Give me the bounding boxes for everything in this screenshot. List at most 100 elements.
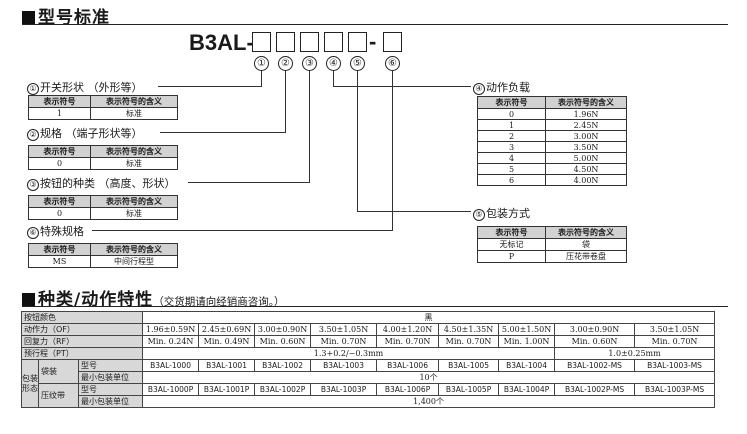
spec-table: 按钮颜色 黑 动作力（OF） 1.96±0.59N 2.45±0.69N 3.0…	[20, 311, 716, 408]
table-cell: 4	[477, 152, 546, 164]
callout-text: 动作负载	[486, 81, 530, 94]
model-prefix: B3AL-	[189, 30, 254, 55]
table-cell: 5.00N	[545, 152, 627, 164]
table-cell: 3.50±1.05N	[310, 323, 378, 336]
table-cell: Min. 1.00N	[498, 335, 556, 348]
code-box-2	[276, 32, 295, 52]
table-cell: 3.50N	[545, 141, 627, 153]
code-box-3	[300, 32, 319, 52]
row-label: 预行程（PT）	[20, 347, 144, 360]
table-cell: B3AL-1002	[254, 359, 312, 372]
table-cell: Min. 0.24N	[142, 335, 200, 348]
table-cell: 6	[477, 174, 546, 186]
leader-line-1h	[158, 86, 262, 87]
table-cell: 2.45N	[545, 119, 627, 131]
row-operating-force: 动作力（OF） 1.96±0.59N 2.45±0.69N 3.00±0.90N…	[20, 323, 716, 336]
column-header: 表示符号的含义	[90, 145, 178, 158]
row-label-model: 型号	[77, 383, 144, 396]
row-bag-min-pack: 最小包装单位 10个	[22, 371, 716, 384]
table-cell: B3AL-1000	[142, 359, 200, 372]
table-cell: 无标记	[477, 238, 546, 251]
table-cell: B3AL-1002P-MS	[554, 383, 636, 396]
code-box-6	[383, 32, 402, 52]
table-row: 无标记袋	[477, 238, 627, 251]
table-cell: 袋	[545, 238, 627, 251]
row-button-color: 按钮颜色 黑	[20, 311, 716, 324]
position-marker-4: ④	[326, 56, 341, 71]
row-label-min-pack: 最小包装单位	[77, 395, 144, 408]
callout-text: 开关形状 （外形等）	[40, 81, 143, 94]
table-cell: 1,400个	[142, 395, 716, 408]
row-label-packaging: 包装形态	[21, 359, 39, 408]
table-cell: B3AL-1003-MS	[634, 359, 716, 372]
table-cell: 10个	[142, 371, 716, 384]
column-header: 表示符号的含义	[545, 96, 627, 109]
table-cell: 5.00±1.50N	[498, 323, 556, 336]
table-cell: B3AL-1005P	[438, 383, 500, 396]
row-label: 回复力（RF）	[20, 335, 144, 348]
table-cell: 标准	[90, 107, 178, 120]
table-cell: 中间行程型	[90, 255, 178, 268]
table-cell: 2	[477, 130, 546, 142]
leader-line-6h	[92, 230, 393, 231]
table-cell: B3AL-1004P	[498, 383, 556, 396]
table-cell: 5	[477, 163, 546, 175]
leader-line-5h	[357, 211, 471, 212]
leader-line-2	[285, 71, 286, 133]
leader-line-2h	[160, 132, 286, 133]
table-cell: 0	[28, 207, 91, 220]
table-cell: 1.3+0.2/−0.3mm	[142, 347, 556, 360]
callout-num: ④	[473, 83, 485, 95]
table-cell: 黑	[142, 311, 716, 324]
table-cell: B3AL-1002-MS	[554, 359, 636, 372]
callout-num: ②	[27, 129, 39, 141]
model-dash: -	[369, 29, 377, 54]
table-cell: 3.50±1.05N	[634, 323, 716, 336]
table-cell: Min. 0.70N	[310, 335, 378, 348]
table-cell: 标准	[90, 157, 178, 170]
column-header: 表示符号的含义	[90, 95, 178, 108]
table-cell: B3AL-1001	[198, 359, 256, 372]
leader-line-6	[392, 71, 393, 231]
position-marker-2: ②	[278, 56, 293, 71]
position-marker-1: ①	[254, 56, 269, 71]
table-cell: 4.50±1.35N	[438, 323, 500, 336]
table-cell: 3.00±0.90N	[254, 323, 312, 336]
table-cell: 0	[28, 157, 91, 170]
table-cell: 4.50N	[545, 163, 627, 175]
row-reel-min-pack: 最小包装单位 1,400个	[22, 395, 716, 408]
table-cell: B3AL-1003P	[310, 383, 378, 396]
section-title-types: 种类/动作特性（交货期请向经销商咨询。）	[22, 285, 284, 310]
leader-line-4	[333, 71, 334, 87]
row-release-force: 回复力（RF） Min. 0.24N Min. 0.49N Min. 0.60N…	[20, 335, 716, 348]
section-note: （交货期请向经销商咨询。）	[153, 296, 285, 308]
column-header: 表示符号	[477, 96, 546, 109]
row-label-min-pack: 最小包装单位	[77, 371, 144, 384]
row-label: 动作力（OF）	[20, 323, 144, 336]
callout-num: ⑥	[27, 227, 39, 239]
table-cell: Min. 0.70N	[376, 335, 440, 348]
table-cell: B3AL-1003P-MS	[634, 383, 716, 396]
leader-line-3h	[188, 182, 310, 183]
callout-num: ③	[27, 179, 39, 191]
code-box-4	[324, 32, 343, 52]
column-header: 表示符号	[28, 145, 91, 158]
callout-num: ①	[27, 83, 39, 95]
column-header: 表示符号	[28, 243, 91, 256]
table-cell: 压花带卷盘	[545, 250, 627, 263]
